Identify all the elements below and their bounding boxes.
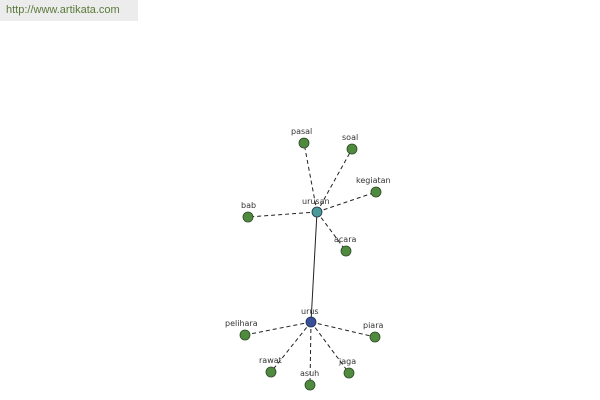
node-label-pelihara: pelihara bbox=[225, 319, 258, 328]
node-pasal[interactable] bbox=[298, 137, 310, 149]
edge-urusan-urus bbox=[310, 211, 318, 323]
node-label-acara: acara bbox=[334, 235, 356, 244]
node-pelihara[interactable] bbox=[239, 329, 251, 341]
graph-edges bbox=[244, 142, 377, 386]
node-soal[interactable] bbox=[346, 143, 358, 155]
hub-node-urusan[interactable] bbox=[311, 206, 323, 218]
edge-urus-pelihara bbox=[244, 321, 312, 336]
node-label-rawat: rawat bbox=[259, 356, 282, 365]
node-label-jaga: jaga bbox=[338, 357, 356, 366]
node-label-kegiatan: kegiatan bbox=[356, 176, 391, 185]
hub-label-urusan: urusan bbox=[302, 197, 330, 206]
node-kegiatan[interactable] bbox=[370, 186, 382, 198]
hub-label-urus: urus bbox=[301, 307, 319, 316]
edge-urus-jaga bbox=[310, 321, 350, 374]
node-label-pasal: pasal bbox=[291, 127, 312, 136]
node-piara[interactable] bbox=[369, 331, 381, 343]
node-label-piara: piara bbox=[363, 321, 383, 330]
edge-urusan-soal bbox=[316, 148, 353, 213]
edge-urusan-pasal bbox=[303, 142, 318, 213]
edge-urus-piara bbox=[310, 321, 376, 338]
node-acara[interactable] bbox=[340, 245, 352, 257]
edge-urus-rawat bbox=[270, 321, 312, 373]
edge-urusan-bab bbox=[247, 211, 318, 218]
node-rawat[interactable] bbox=[265, 366, 277, 378]
graph-nodes bbox=[239, 137, 382, 391]
graph-labels: pasal soal kegiatan bab acara pelihara piara ra… bbox=[225, 127, 391, 378]
hub-node-urus[interactable] bbox=[305, 316, 317, 328]
site-url-watermark: http://www.artikata.com bbox=[0, 0, 138, 21]
node-label-bab: bab bbox=[241, 201, 256, 210]
edge-urusan-acara bbox=[316, 211, 347, 252]
edge-urusan-kegiatan bbox=[316, 191, 377, 213]
node-bab[interactable] bbox=[242, 211, 254, 223]
node-asuh[interactable] bbox=[304, 379, 316, 391]
edge-urus-asuh bbox=[309, 321, 312, 386]
node-jaga[interactable] bbox=[343, 367, 355, 379]
node-label-soal: soal bbox=[342, 133, 358, 142]
node-label-asuh: asuh bbox=[300, 369, 319, 378]
